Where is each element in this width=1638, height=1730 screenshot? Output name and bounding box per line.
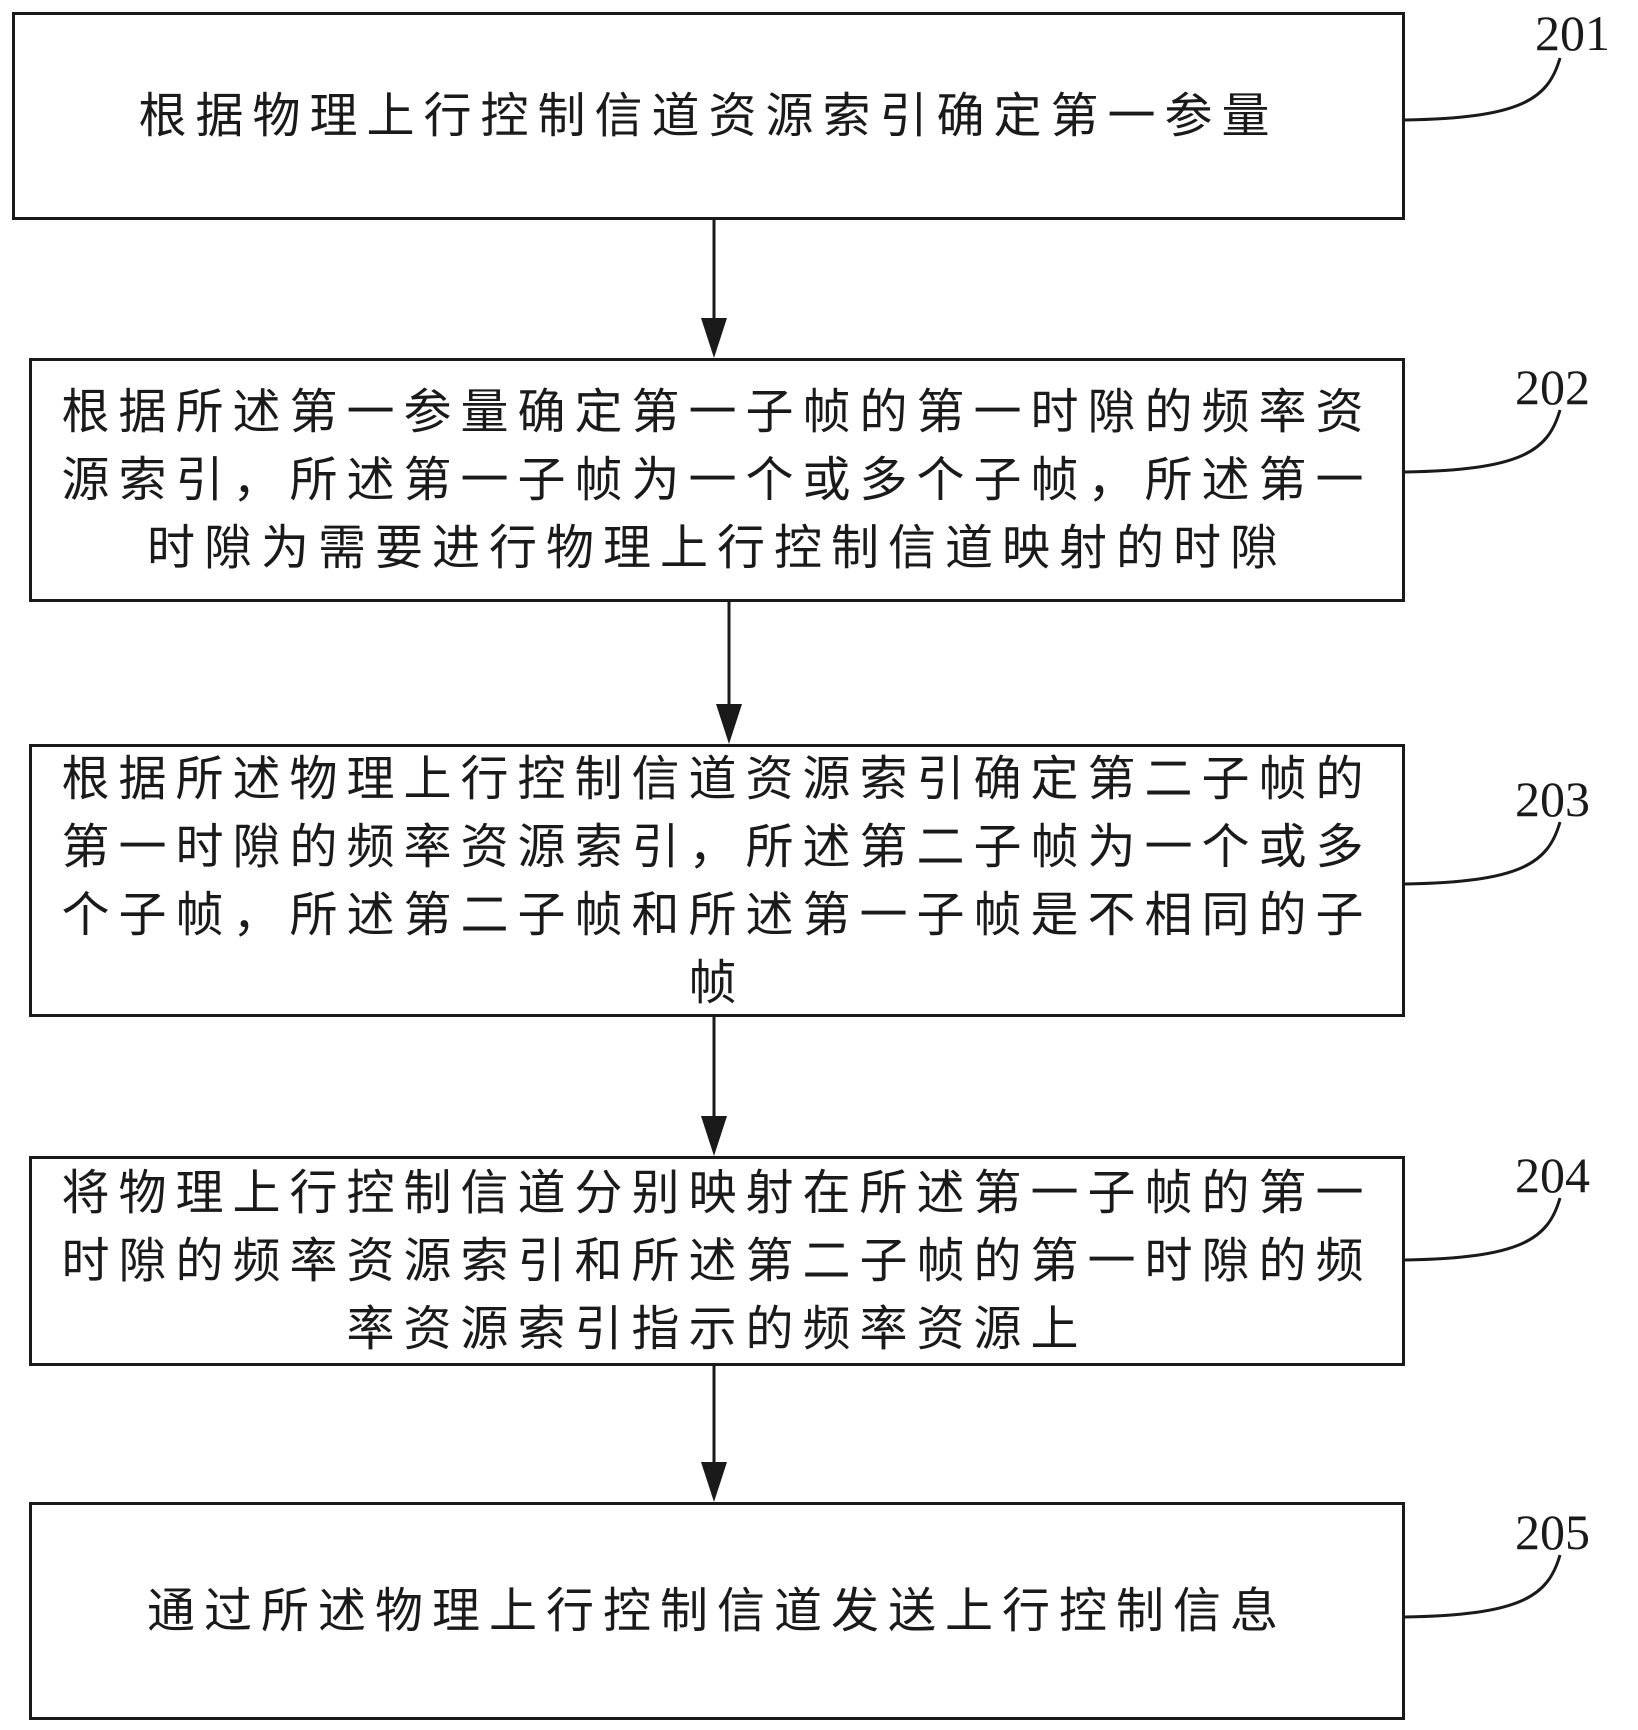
step-label-202: 202 xyxy=(1515,359,1590,415)
step-box-204: 将物理上行控制信道分别映射在所述第一子帧的第一时隙的频率资源索引和所述第二子帧的… xyxy=(29,1156,1405,1366)
step-label-205: 205 xyxy=(1515,1504,1590,1560)
arrow-202-to-203 xyxy=(716,602,742,744)
step-text-201: 根据物理上行控制信道资源索引确定第一参量 xyxy=(138,88,1279,144)
step-text-204: 将物理上行控制信道分别映射在所述第一子帧的第一时隙的频率资源索引和所述第二子帧的… xyxy=(61,1165,1373,1357)
step-label-201: 201 xyxy=(1535,5,1610,61)
step-text-205: 通过所述物理上行控制信道发送上行控制信息 xyxy=(146,1583,1287,1639)
leader-line-201 xyxy=(1404,57,1562,122)
step-text-202: 根据所述第一参量确定第一子帧的第一时隙的频率资源索引，所述第一子帧为一个或多个子… xyxy=(61,384,1373,576)
leader-line-203 xyxy=(1404,821,1562,886)
step-box-203: 根据所述物理上行控制信道资源索引确定第二子帧的第一时隙的频率资源索引，所述第二子… xyxy=(29,744,1405,1017)
arrow-201-to-202 xyxy=(701,220,727,358)
leader-line-205 xyxy=(1404,1554,1562,1619)
step-label-203: 203 xyxy=(1515,771,1590,827)
step-box-205: 通过所述物理上行控制信道发送上行控制信息 xyxy=(29,1502,1405,1720)
arrow-203-to-204 xyxy=(701,1017,727,1156)
step-box-201: 根据物理上行控制信道资源索引确定第一参量 xyxy=(12,12,1405,220)
step-text-203: 根据所述物理上行控制信道资源索引确定第二子帧的第一时隙的频率资源索引，所述第二子… xyxy=(61,750,1373,1011)
step-label-204: 204 xyxy=(1515,1147,1590,1203)
arrow-204-to-205 xyxy=(701,1366,727,1502)
leader-line-202 xyxy=(1404,409,1562,474)
step-box-202: 根据所述第一参量确定第一子帧的第一时隙的频率资源索引，所述第一子帧为一个或多个子… xyxy=(29,358,1405,602)
leader-line-204 xyxy=(1404,1197,1562,1262)
